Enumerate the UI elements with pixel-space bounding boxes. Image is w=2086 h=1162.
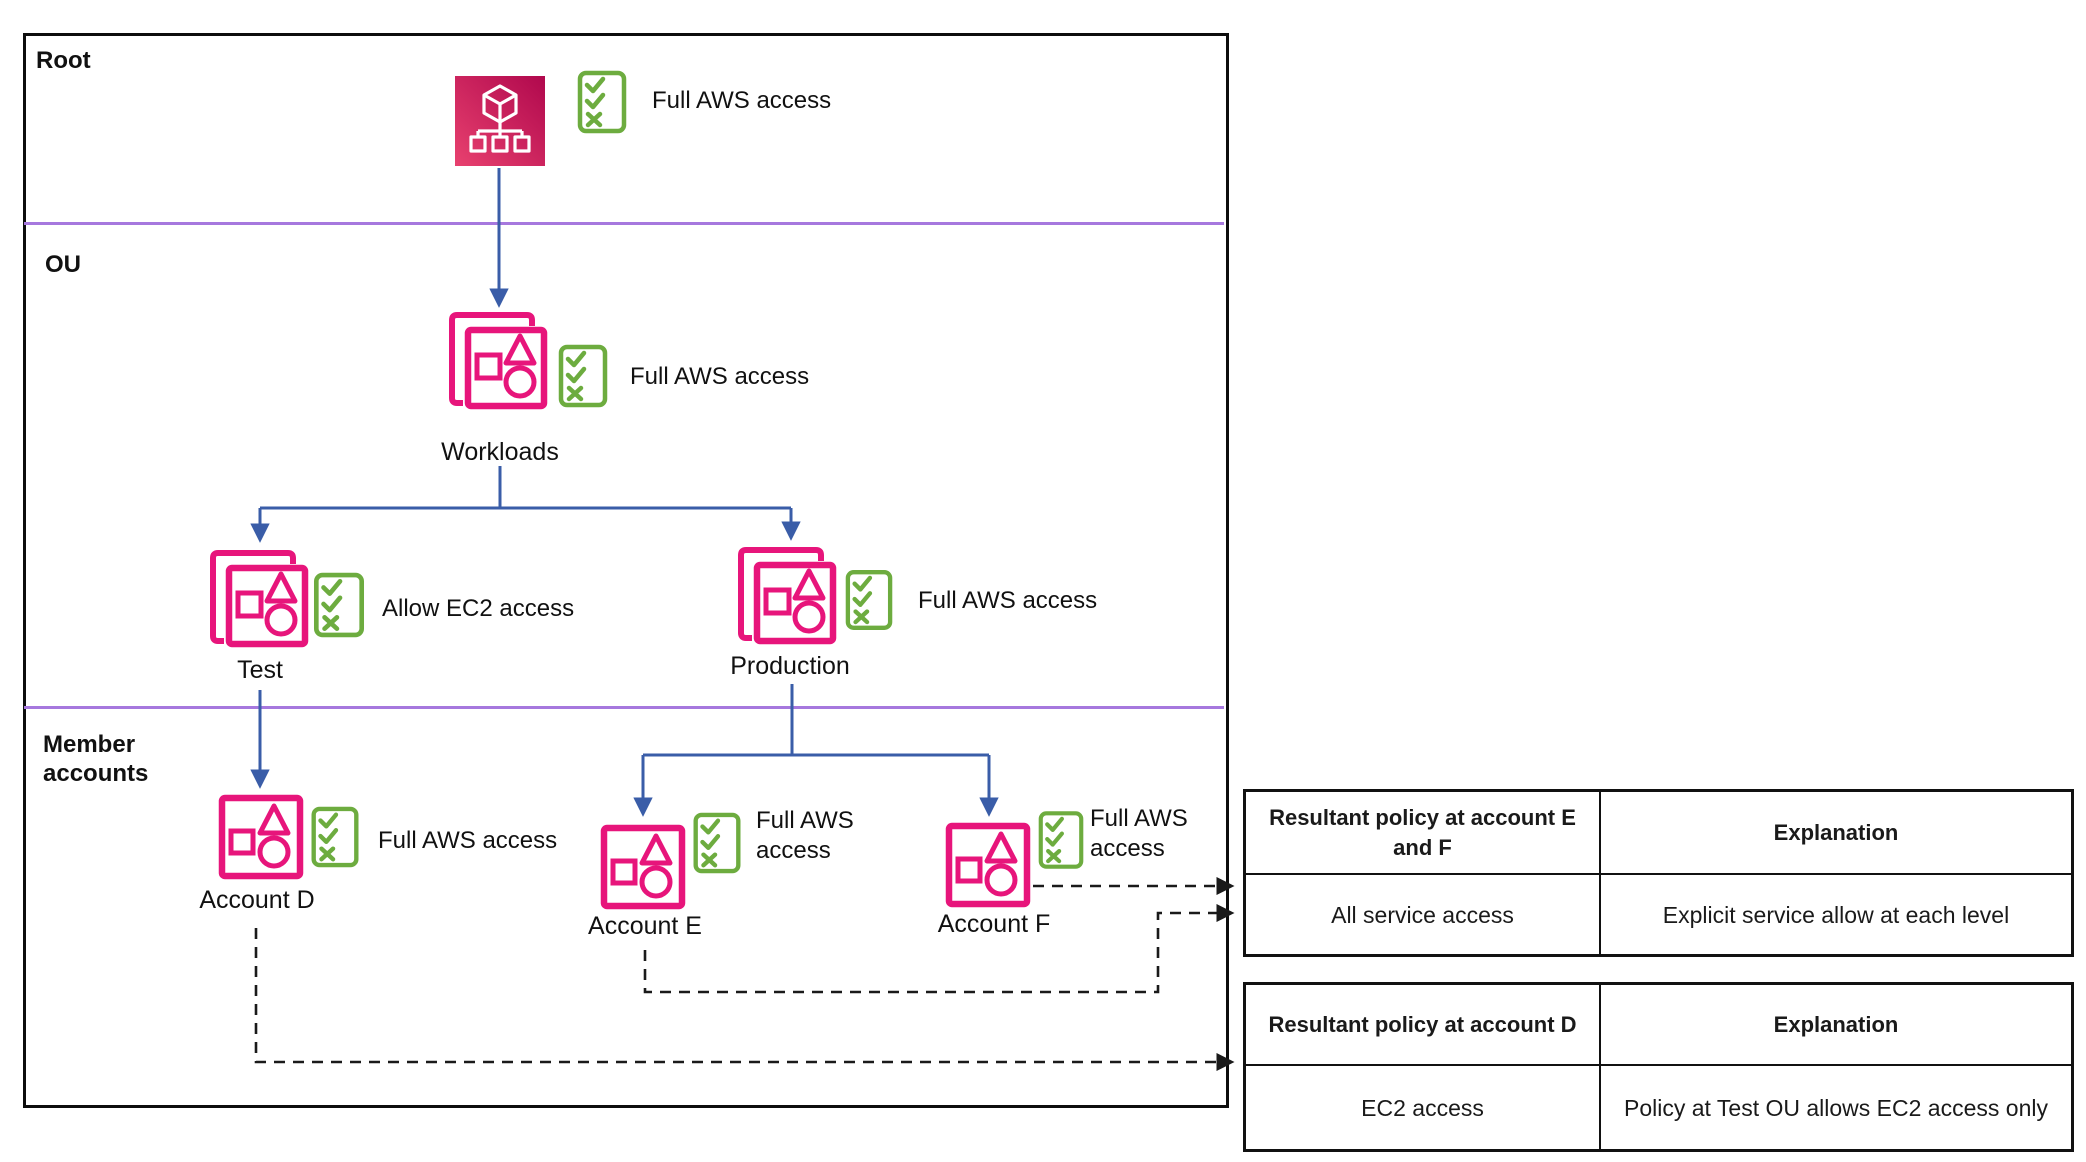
- policy-checklist-icon: [692, 812, 742, 874]
- table-data-cell: Explicit service allow at each level: [1600, 874, 2072, 955]
- root-policy-text: Full AWS access: [652, 87, 832, 114]
- account-f-policy-text: Full AWS access: [1090, 805, 1188, 862]
- policy-checklist-icon: [313, 572, 365, 638]
- aws-account-icon: [945, 822, 1031, 908]
- account-e-policy-text: Full AWS access: [756, 807, 854, 864]
- table-data-cell: EC2 access: [1245, 1065, 1600, 1150]
- resultant-policy-table-d: Resultant policy at account D Explanatio…: [1243, 982, 2074, 1152]
- account-d-policy-text: Full AWS access: [378, 827, 558, 854]
- table-header-cell: Explanation: [1600, 984, 2072, 1065]
- organizational-unit-icon: [733, 541, 837, 645]
- aws-account-icon: [600, 824, 686, 910]
- test-label: Test: [237, 656, 283, 684]
- organizational-unit-icon: [444, 306, 548, 410]
- production-label: Production: [730, 652, 850, 680]
- production-policy-text: Full AWS access: [918, 587, 1098, 614]
- table-header-cell: Explanation: [1600, 791, 2072, 874]
- policy-checklist-icon: [310, 806, 360, 868]
- table-header-cell: Resultant policy at account D: [1245, 984, 1600, 1065]
- table-data-cell: All service access: [1245, 874, 1600, 955]
- test-policy-text: Allow EC2 access: [382, 595, 575, 622]
- section-label-root: Root: [36, 47, 91, 74]
- account-f-label: Account F: [937, 910, 1051, 938]
- organizational-unit-icon: [205, 544, 309, 648]
- workloads-policy-text: Full AWS access: [630, 363, 810, 390]
- policy-checklist-icon: [1038, 810, 1084, 870]
- policy-checklist-icon: [576, 70, 628, 134]
- account-d-label: Account D: [199, 886, 315, 914]
- section-label-ou: OU: [45, 251, 81, 278]
- account-e-label: Account E: [588, 912, 702, 940]
- workloads-label: Workloads: [441, 438, 559, 466]
- aws-organizations-icon: [455, 76, 545, 166]
- organization-boundary-box: [23, 33, 1229, 1108]
- policy-checklist-icon: [558, 344, 608, 408]
- resultant-policy-table-ef: Resultant policy at account E and F Expl…: [1243, 789, 2074, 957]
- root-ou-divider-line: [24, 222, 1224, 225]
- section-label-member-accounts: Member accounts: [43, 731, 149, 787]
- ou-member-divider-line: [24, 706, 1224, 709]
- aws-account-icon: [218, 794, 304, 880]
- policy-checklist-icon: [845, 568, 893, 632]
- table-header-cell: Resultant policy at account E and F: [1245, 791, 1600, 874]
- table-data-cell: Policy at Test OU allows EC2 access only: [1600, 1065, 2072, 1150]
